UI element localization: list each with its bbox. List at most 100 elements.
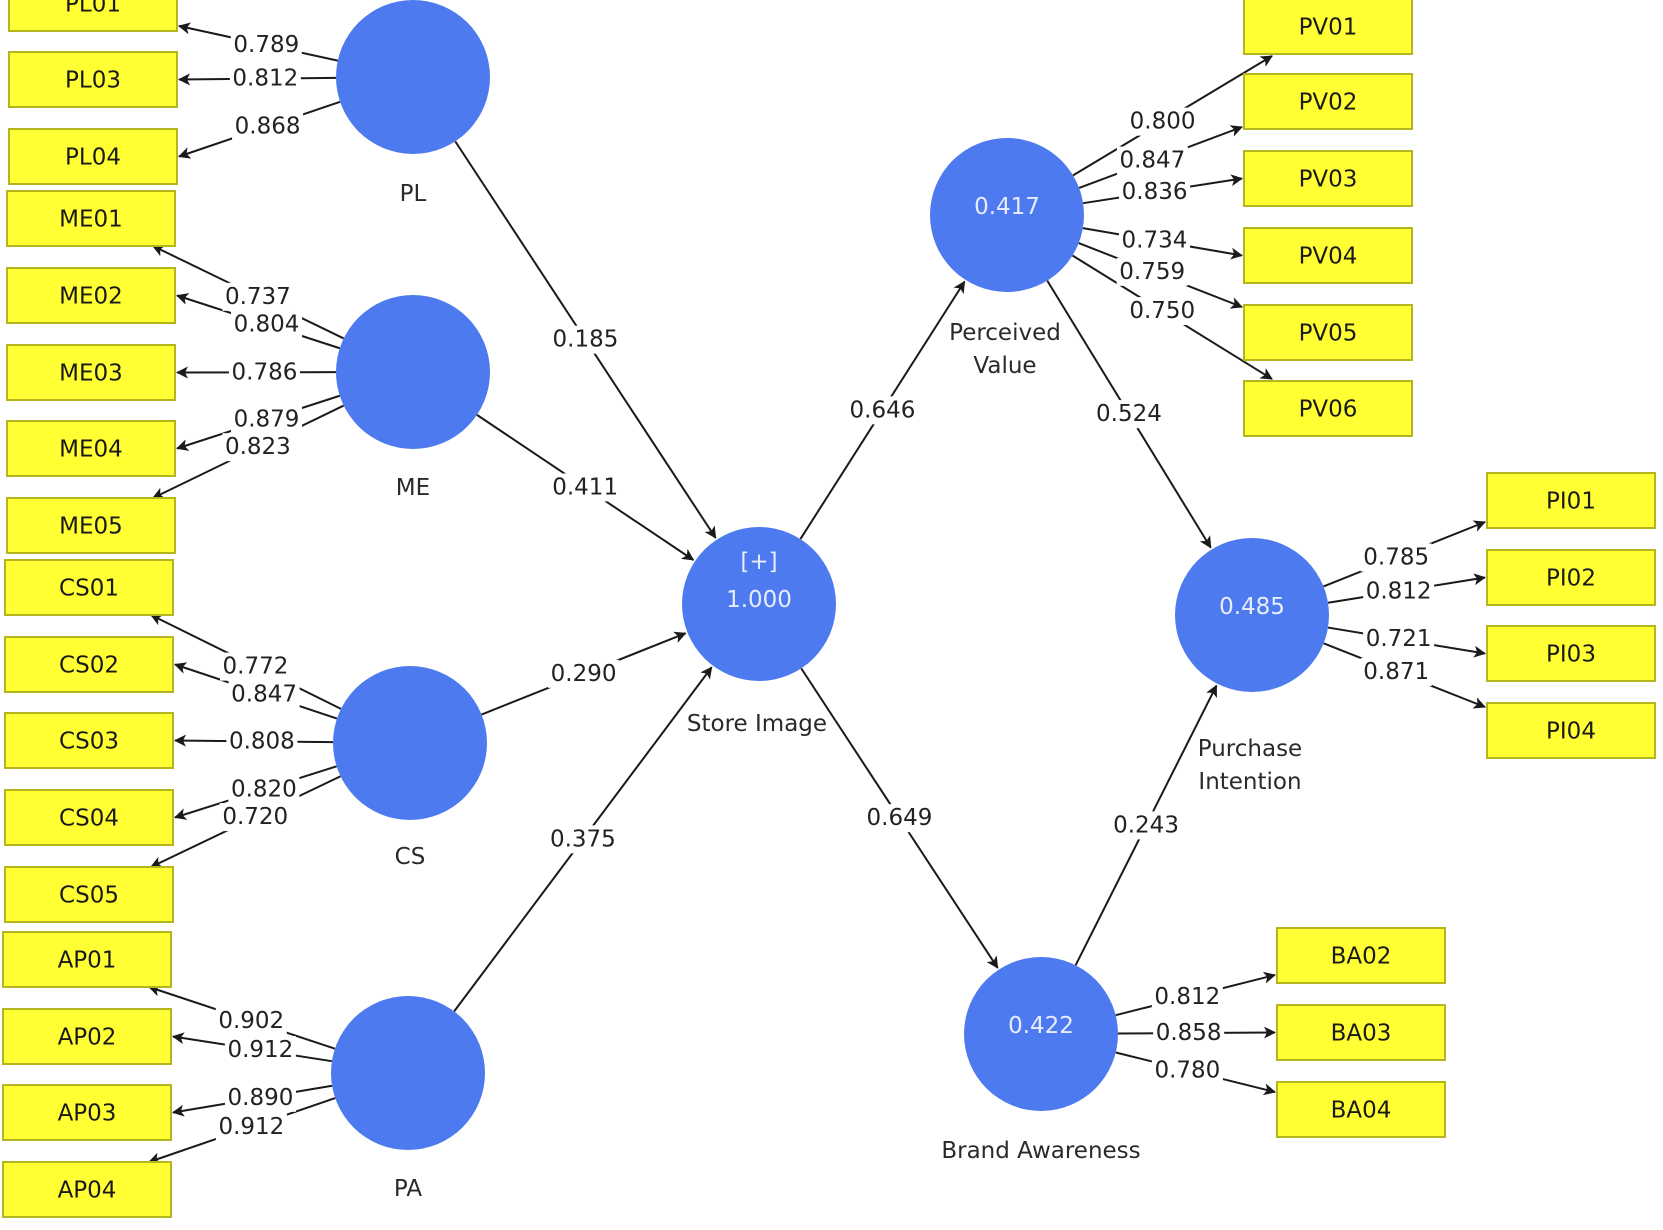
indicator-pv04[interactable]: PV04 xyxy=(1243,227,1413,284)
indicator-cs02[interactable]: CS02 xyxy=(4,636,174,693)
indicator-pi03[interactable]: PI03 xyxy=(1486,625,1656,682)
indicator-box[interactable] xyxy=(2,1008,172,1065)
indicator-pv05[interactable]: PV05 xyxy=(1243,304,1413,361)
latent-variable-pl[interactable]: PL xyxy=(336,0,490,207)
loading-value: 0.858 xyxy=(1156,1020,1222,1046)
indicator-ap04[interactable]: AP04 xyxy=(2,1161,172,1218)
indicator-pv06[interactable]: PV06 xyxy=(1243,380,1413,437)
indicator-box[interactable] xyxy=(1486,625,1656,682)
latent-circle[interactable] xyxy=(331,996,485,1150)
latent-label: Store Image xyxy=(687,711,827,737)
latent-circle[interactable] xyxy=(1175,538,1329,692)
loading-value: 0.847 xyxy=(231,681,297,707)
indicator-box[interactable] xyxy=(1276,1081,1446,1138)
indicator-box[interactable] xyxy=(2,1161,172,1218)
indicator-box[interactable] xyxy=(1486,549,1656,606)
indicator-pi01[interactable]: PI01 xyxy=(1486,472,1656,529)
indicator-box[interactable] xyxy=(8,0,178,32)
indicator-pi04[interactable]: PI04 xyxy=(1486,702,1656,759)
indicator-box[interactable] xyxy=(1243,227,1413,284)
expand-badge[interactable]: [+] xyxy=(740,549,777,575)
indicator-label: AP03 xyxy=(58,1101,117,1127)
latent-circle[interactable] xyxy=(930,138,1084,292)
indicator-box[interactable] xyxy=(1243,304,1413,361)
path-coefficient-bg xyxy=(549,473,621,502)
latent-circle[interactable] xyxy=(682,527,836,681)
loading-value: 0.823 xyxy=(225,434,291,460)
loading-value-bg xyxy=(222,282,294,311)
indicator-ap03[interactable]: AP03 xyxy=(2,1084,172,1141)
indicator-pl04[interactable]: PL04 xyxy=(8,128,178,185)
indicator-pv01[interactable]: PV01 xyxy=(1243,0,1413,55)
latent-circle[interactable] xyxy=(336,0,490,154)
indicator-box[interactable] xyxy=(6,190,176,247)
indicator-me03[interactable]: ME03 xyxy=(6,344,176,401)
indicator-box[interactable] xyxy=(6,497,176,554)
latent-variable-me[interactable]: ME xyxy=(336,295,490,501)
latent-variable-cs[interactable]: CS xyxy=(333,666,487,870)
indicator-ap01[interactable]: AP01 xyxy=(2,931,172,988)
loading-value-bg xyxy=(219,803,291,832)
indicator-box[interactable] xyxy=(6,267,176,324)
indicator-box[interactable] xyxy=(6,344,176,401)
indicator-label: AP02 xyxy=(58,1025,117,1051)
indicator-pl03[interactable]: PL03 xyxy=(8,51,178,108)
indicator-cs01[interactable]: CS01 xyxy=(4,559,174,616)
latent-circle[interactable] xyxy=(964,957,1118,1111)
loading-value: 0.812 xyxy=(1154,984,1220,1010)
indicator-box[interactable] xyxy=(4,559,174,616)
loading-value-bg xyxy=(1119,178,1191,207)
indicator-me02[interactable]: ME02 xyxy=(6,267,176,324)
indicator-cs03[interactable]: CS03 xyxy=(4,712,174,769)
indicator-box[interactable] xyxy=(6,420,176,477)
indicator-box[interactable] xyxy=(1276,927,1446,984)
indicator-cs04[interactable]: CS04 xyxy=(4,789,174,846)
indicator-me04[interactable]: ME04 xyxy=(6,420,176,477)
indicator-box[interactable] xyxy=(8,51,178,108)
indicator-me05[interactable]: ME05 xyxy=(6,497,176,554)
indicator-box[interactable] xyxy=(4,712,174,769)
indicator-label: PV02 xyxy=(1299,90,1358,116)
indicator-box[interactable] xyxy=(1243,150,1413,207)
indicator-box[interactable] xyxy=(2,1084,172,1141)
indicator-cs05[interactable]: CS05 xyxy=(4,866,174,923)
indicator-me01[interactable]: ME01 xyxy=(6,190,176,247)
indicator-pv02[interactable]: PV02 xyxy=(1243,73,1413,130)
indicator-box[interactable] xyxy=(1243,73,1413,130)
loading-value-bg xyxy=(228,358,300,387)
path-coefficient-bg xyxy=(549,325,621,354)
indicator-box[interactable] xyxy=(4,789,174,846)
indicator-label: ME01 xyxy=(59,207,123,233)
indicator-box[interactable] xyxy=(1243,0,1413,55)
path-coefficient-bg xyxy=(1093,400,1165,429)
indicator-ap02[interactable]: AP02 xyxy=(2,1008,172,1065)
indicator-box[interactable] xyxy=(4,866,174,923)
indicator-label: PV03 xyxy=(1299,167,1358,193)
indicator-box[interactable] xyxy=(1276,1004,1446,1061)
latent-circle[interactable] xyxy=(336,295,490,449)
indicator-box[interactable] xyxy=(4,636,174,693)
latent-circle[interactable] xyxy=(333,666,487,820)
loading-value: 0.750 xyxy=(1129,298,1195,324)
latent-variable-pa[interactable]: PA xyxy=(331,996,485,1202)
path-coefficient: 0.524 xyxy=(1096,401,1162,427)
path-coefficient-bg xyxy=(846,396,918,425)
indicator-box[interactable] xyxy=(1486,472,1656,529)
path-coefficient: 0.375 xyxy=(550,826,616,852)
indicator-box[interactable] xyxy=(8,128,178,185)
indicator-pl01[interactable]: PL01 xyxy=(8,0,178,32)
indicator-box[interactable] xyxy=(1486,702,1656,759)
indicator-box[interactable] xyxy=(1243,380,1413,437)
latent-label: Purchase xyxy=(1198,736,1302,762)
indicator-ba04[interactable]: BA04 xyxy=(1276,1081,1446,1138)
indicator-pi02[interactable]: PI02 xyxy=(1486,549,1656,606)
loading-value: 0.720 xyxy=(222,804,288,830)
indicator-box[interactable] xyxy=(2,931,172,988)
indicator-ba02[interactable]: BA02 xyxy=(1276,927,1446,984)
indicator-ba03[interactable]: BA03 xyxy=(1276,1004,1446,1061)
indicator-pv03[interactable]: PV03 xyxy=(1243,150,1413,207)
